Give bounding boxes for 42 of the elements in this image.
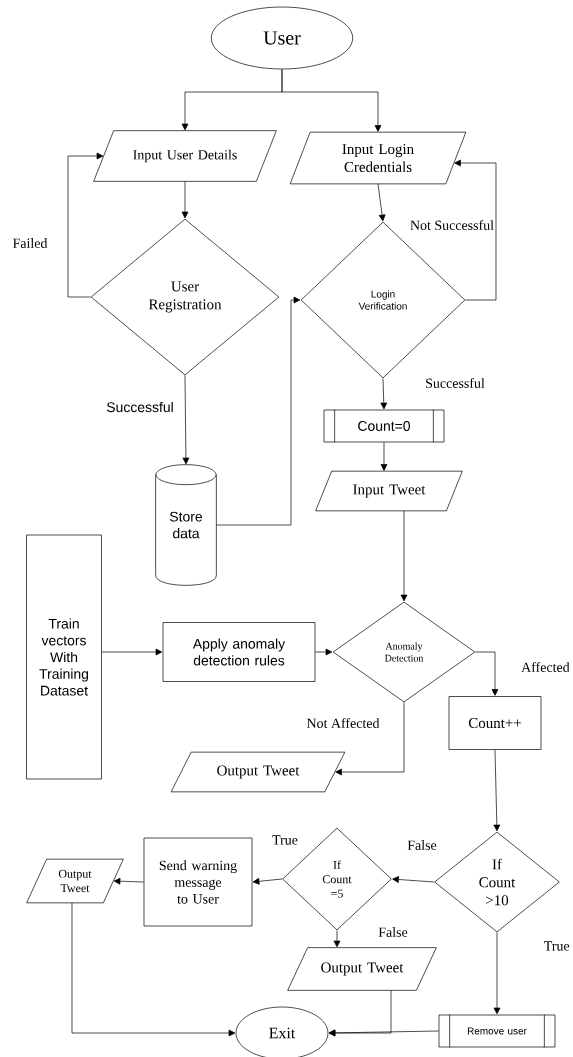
arrow — [67, 152, 104, 298]
input-output-parallelogram: Input Login Credentials — [289, 131, 467, 185]
arrow — [400, 510, 408, 602]
arrow — [493, 749, 501, 832]
subroutine-box: Count=0 — [323, 409, 445, 443]
edge-label: Affected — [520, 661, 571, 673]
process-box: Count++ — [448, 696, 542, 750]
edge-label: Successful — [424, 377, 486, 389]
edge-label: Failed — [11, 237, 49, 249]
arrow — [454, 159, 497, 301]
arrow — [315, 648, 333, 656]
arrow — [113, 877, 144, 885]
edge-label: Successful — [105, 400, 175, 414]
edge-label: Not Affected — [305, 717, 381, 729]
arrow — [182, 375, 190, 465]
process-box: Send warning message to User — [143, 837, 253, 927]
arrow — [101, 648, 163, 656]
arrow — [493, 932, 501, 1015]
input-output-parallelogram: Input User Details — [93, 130, 277, 182]
arrow — [380, 442, 388, 471]
input-output-parallelogram: Output Tweet — [170, 751, 346, 793]
arrow — [380, 378, 388, 410]
input-output-parallelogram: Output Tweet — [26, 858, 124, 904]
node-label: Store data — [169, 511, 203, 539]
process-box: Apply anomaly detection rules — [162, 622, 316, 682]
arrow — [252, 878, 283, 885]
arrow — [333, 930, 341, 948]
arrow — [475, 651, 499, 696]
arrow — [377, 183, 386, 222]
arrow — [328, 1029, 439, 1037]
arrow — [392, 876, 435, 883]
arrow — [216, 296, 301, 526]
arrow — [181, 181, 189, 219]
arrow — [281, 69, 382, 132]
arrow — [335, 702, 405, 776]
arrow — [71, 902, 236, 1037]
subroutine-box: Remove user — [438, 1014, 556, 1048]
database-cylinder: Store data — [155, 464, 217, 586]
edge-label: True — [542, 940, 571, 952]
input-output-parallelogram: Input Tweet — [315, 470, 463, 512]
process-box: Train vectors With Training Dataset — [26, 534, 102, 780]
input-output-parallelogram: Output Tweet — [287, 947, 437, 991]
